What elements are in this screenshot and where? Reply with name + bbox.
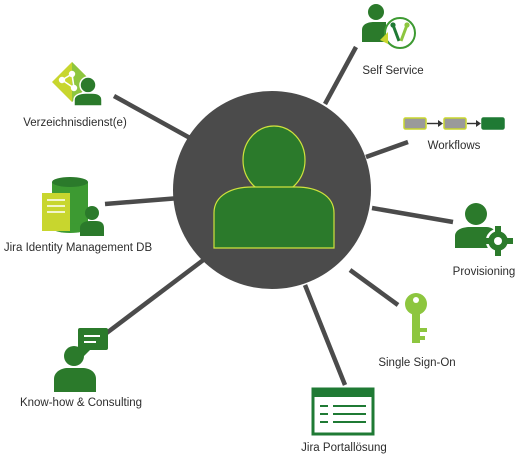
label-knowhow: Know-how & Consulting bbox=[19, 397, 143, 409]
user-speech-bubble-icon bbox=[54, 328, 108, 392]
label-self-service: Self Service bbox=[362, 65, 424, 77]
hub bbox=[173, 91, 371, 289]
connector-provisioning bbox=[371, 205, 454, 225]
connector-portal bbox=[302, 284, 348, 386]
connector-workflows bbox=[365, 139, 409, 160]
user-gear-icon bbox=[455, 203, 513, 256]
label-portal: Jira Portallösung bbox=[301, 442, 387, 454]
label-directory: Verzeichnisdienst(e) bbox=[23, 117, 127, 129]
workflow-arrows-icon bbox=[403, 117, 505, 130]
browser-window-icon bbox=[311, 387, 375, 436]
label-provisioning: Provisioning bbox=[452, 266, 516, 278]
connector-knowhow bbox=[98, 253, 212, 340]
user-tools-icon bbox=[362, 4, 416, 49]
connector-directory bbox=[112, 94, 192, 140]
user-silhouette-icon bbox=[213, 125, 335, 249]
connector-idm-db bbox=[104, 195, 181, 207]
connectors bbox=[98, 45, 454, 386]
key-icon bbox=[405, 293, 427, 343]
label-sso: Single Sign-On bbox=[378, 357, 456, 369]
label-idm-db: Jira Identity Management DB bbox=[3, 242, 153, 254]
database-user-icon bbox=[42, 177, 104, 236]
connector-self-service bbox=[323, 45, 358, 106]
connector-sso bbox=[348, 268, 400, 307]
directory-network-user-icon bbox=[52, 62, 103, 107]
label-workflows: Workflows bbox=[427, 140, 481, 152]
